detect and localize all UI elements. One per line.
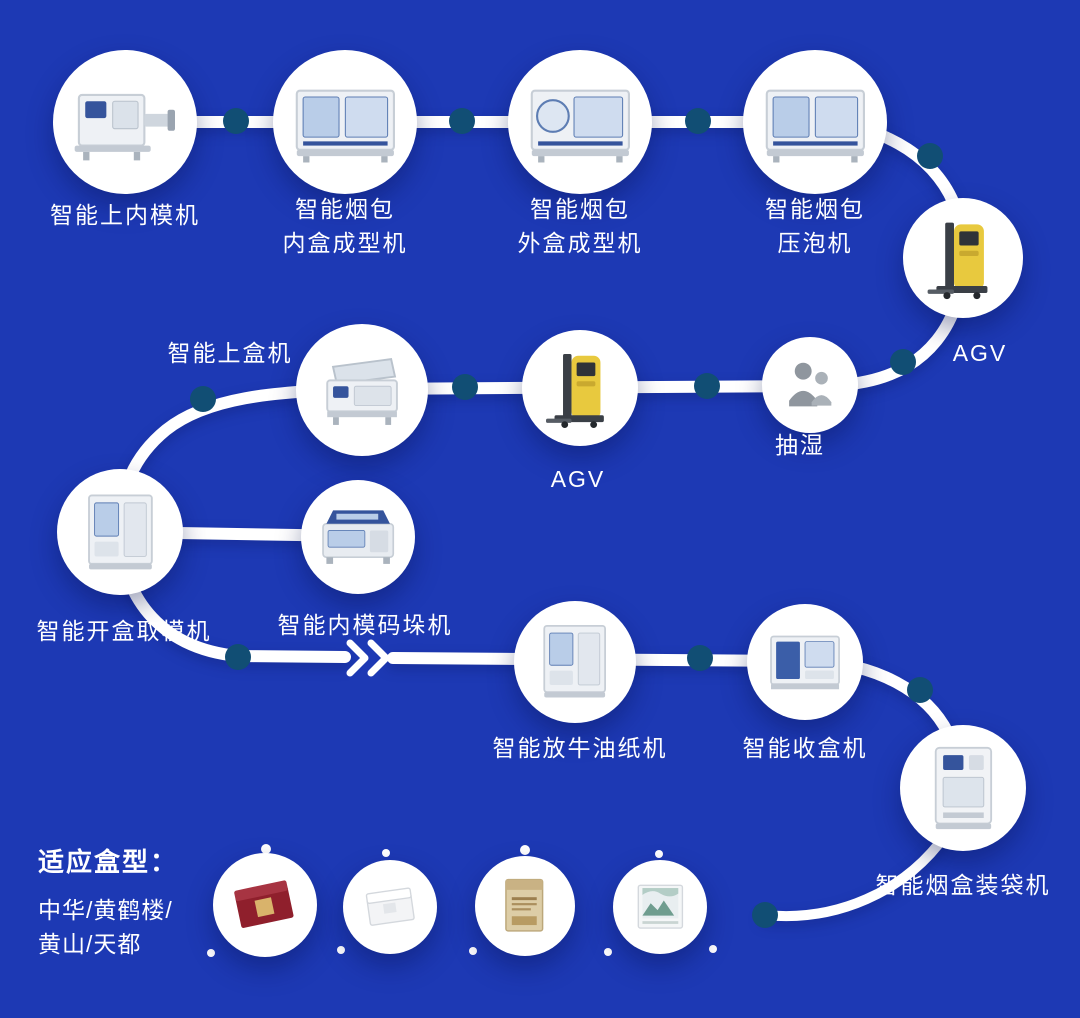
node-label-inner-mold-stacking: 智能内模码垛机 <box>277 612 453 638</box>
node-label-bubble-press: 智能烟包 压泡机 <box>765 196 865 256</box>
agv-forklift-illustration <box>910 205 1016 311</box>
machine-bagging-illustration <box>908 733 1019 844</box>
node-label-agv-middle: AGV <box>550 466 606 492</box>
node-label-inner-box-former: 智能烟包 内盒成型机 <box>282 196 408 256</box>
machine-former-illustration <box>752 59 879 186</box>
product-kraft-pack-box <box>475 856 575 956</box>
white-gift-box-illustration <box>349 866 432 949</box>
machine-cabinet-illustration <box>65 477 176 588</box>
machine-conveyor-illustration <box>62 59 189 186</box>
node-dehumidify <box>762 337 858 433</box>
product-white-gift-box <box>343 860 437 954</box>
flow-line-row2 <box>356 252 969 395</box>
connector-dots <box>190 108 943 928</box>
node-outer-box-former <box>508 50 652 194</box>
node-box-bagging <box>900 725 1026 851</box>
node-box-collecting <box>747 604 863 720</box>
kraft-pack-box-illustration <box>481 862 569 950</box>
node-upper-inner-mold <box>53 50 197 194</box>
agv-forklift-illustration <box>529 337 631 439</box>
node-label-agv-right: AGV <box>952 340 1008 366</box>
machine-laser-illustration <box>308 487 408 587</box>
node-inner-mold-stacking <box>301 480 415 594</box>
node-agv-middle <box>522 330 638 446</box>
machine-former-illustration <box>282 59 409 186</box>
box-types-list: 中华/黄鹤楼/ 黄山/天都 <box>38 897 173 957</box>
flow-curve-boxes <box>760 828 952 921</box>
machine-cabinet-illustration <box>521 608 628 715</box>
node-label-upper-inner-mold: 智能上内模机 <box>50 202 200 228</box>
node-agv-right <box>903 198 1023 318</box>
product-red-gift-box <box>213 853 317 957</box>
node-label-box-bagging: 智能烟盒装袋机 <box>875 872 1051 898</box>
node-bubble-press <box>743 50 887 194</box>
node-label-box-loading: 智能上盒机 <box>167 340 293 366</box>
node-butter-paper-feeder <box>514 601 636 723</box>
node-label-box-collecting: 智能收盒机 <box>742 735 868 761</box>
box-types-title: 适应盒型： <box>38 847 179 877</box>
machine-collect-illustration <box>754 611 856 713</box>
artwork-box-illustration <box>619 866 702 949</box>
red-gift-box-illustration <box>219 859 311 951</box>
node-box-loading <box>296 324 428 456</box>
box-types-block: 适应盒型： 中华/黄鹤楼/ 黄山/天都 <box>38 842 178 961</box>
node-label-open-box-mold: 智能开盒取模机 <box>36 618 212 644</box>
flow-line-row3-right <box>387 652 969 794</box>
node-label-butter-paper-feeder: 智能放牛油纸机 <box>492 735 668 761</box>
node-label-dehumidify: 抽湿 <box>775 432 825 458</box>
machine-wheel-illustration <box>517 59 644 186</box>
flow-direction-chevrons <box>346 639 390 677</box>
people-icon <box>768 343 852 427</box>
product-artwork-box <box>613 860 707 954</box>
node-open-box-mold <box>57 469 183 595</box>
decorative-dots <box>207 844 717 957</box>
node-inner-box-former <box>273 50 417 194</box>
node-label-outer-box-former: 智能烟包 外盒成型机 <box>517 196 643 256</box>
